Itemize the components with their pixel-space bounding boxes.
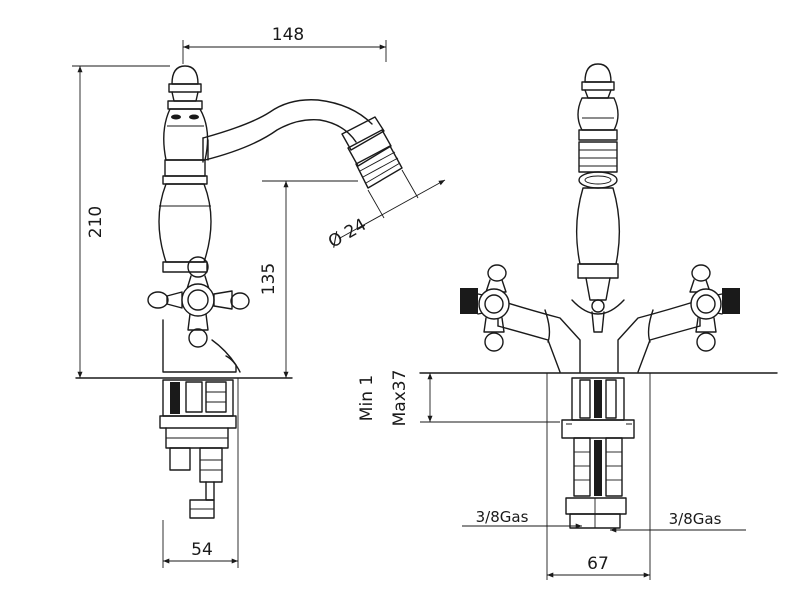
dim-deck-thickness: Min 1 Max37 (357, 370, 433, 427)
side-upper-body (163, 108, 209, 161)
side-lower-body (158, 183, 212, 273)
front-outlet (578, 141, 618, 189)
dim-inlet-right-label: 3/8Gas (669, 510, 722, 528)
front-finial (577, 63, 619, 141)
dim-spout-reach-label: 148 (272, 25, 304, 45)
dim-spout-height: 135 (259, 180, 358, 378)
front-left-handle (460, 264, 581, 373)
dim-inlets: 3/8Gas 3/8Gas (462, 508, 746, 533)
side-view: 148 210 135 Ø 24 54 (72, 25, 446, 568)
front-view: Min 1 Max37 3/8Gas 3/8Gas 67 (357, 63, 778, 580)
dim-base-front-label: 67 (587, 554, 609, 574)
side-spout (202, 99, 403, 189)
side-cross-handle (147, 256, 250, 348)
dim-total-height: 210 (72, 65, 170, 378)
side-collar (164, 159, 206, 177)
dim-deck-max-label: Max37 (390, 370, 410, 427)
dim-inlet-left-label: 3/8Gas (476, 508, 529, 526)
side-finial (167, 65, 203, 110)
dim-total-height-label: 210 (86, 206, 106, 238)
dim-deck-min-label: Min 1 (357, 375, 377, 421)
dim-base-side-label: 54 (191, 540, 213, 560)
front-lower-body (571, 187, 625, 333)
side-base (162, 319, 241, 373)
side-below-deck (159, 379, 237, 519)
dim-spout-reach: 148 (182, 25, 387, 64)
dim-outlet-diameter-label: Ø 24 (325, 215, 370, 253)
dim-base-side: 54 (162, 378, 239, 568)
dim-base-front: 67 (546, 373, 651, 580)
dim-spout-height-label: 135 (259, 263, 279, 295)
side-collar-ring (162, 175, 208, 185)
front-below-deck (561, 377, 635, 529)
front-right-handle (617, 264, 740, 373)
dim-outlet-diameter: Ø 24 (325, 169, 446, 253)
